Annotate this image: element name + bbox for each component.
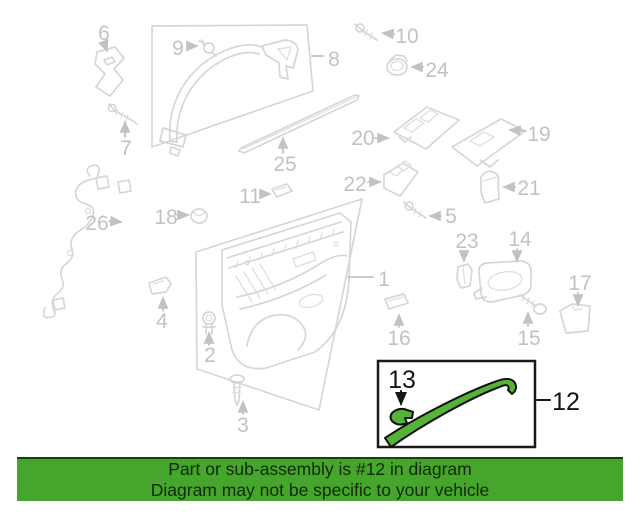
part-24-grommet-drawing <box>386 54 408 76</box>
callout-23: 23 <box>455 230 478 253</box>
callout-2: 2 <box>204 344 216 367</box>
callout-16: 16 <box>387 327 410 350</box>
callout-22: 22 <box>343 173 366 196</box>
callout-8: 8 <box>328 48 340 71</box>
part-18-grommet-drawing <box>190 207 208 224</box>
callout-18: 18 <box>154 206 177 229</box>
highlighted-part-panel: 13 12 <box>376 359 580 449</box>
part-16-clip-drawing <box>384 293 409 310</box>
callout-3: 3 <box>237 414 249 437</box>
callout-19: 19 <box>527 123 550 146</box>
callout-17: 17 <box>568 272 591 295</box>
callout-24: 24 <box>425 59 449 82</box>
part-8-window-frame-drawing <box>151 24 314 157</box>
part-2-clip-drawing <box>202 311 216 335</box>
part-23-clip-drawing <box>456 263 473 289</box>
part-12-trim-strip-highlighted <box>384 377 517 448</box>
callout-11: 11 <box>239 185 261 208</box>
callout-10: 10 <box>395 25 418 48</box>
part-17-cover-drawing <box>559 303 591 334</box>
part-26-wiring-harness-drawing <box>42 164 132 319</box>
part-3-screw-drawing <box>229 374 245 406</box>
part-21-switch-drawing <box>480 170 500 204</box>
callout-15: 15 <box>517 327 540 350</box>
part-1-door-panel-drawing <box>195 198 363 411</box>
callout-4: 4 <box>156 310 168 333</box>
callout-20: 20 <box>351 127 374 150</box>
callout-26: 26 <box>85 212 108 235</box>
callout-5: 5 <box>445 205 457 228</box>
part-7-screw-drawing <box>107 103 138 125</box>
part-13-clip-highlighted <box>389 407 414 426</box>
part-20-switch-bezel-drawing <box>393 106 460 150</box>
callout-9: 9 <box>172 37 184 60</box>
part-25-belt-molding-drawing <box>238 94 360 154</box>
notice-banner: Part or sub-assembly is #12 in diagram D… <box>17 457 623 501</box>
part-11-clip-drawing <box>271 183 293 198</box>
part-6-bracket-drawing <box>94 46 125 97</box>
callout-13: 13 <box>388 366 416 394</box>
callout-1: 1 <box>378 268 390 291</box>
callout-25: 25 <box>273 153 296 176</box>
part-10-screw-drawing <box>354 23 378 41</box>
part-14-door-handle-drawing <box>473 260 532 303</box>
callout-7: 7 <box>120 137 132 160</box>
part-19-panel-drawing <box>451 118 526 168</box>
part-5-screw-drawing <box>403 201 427 219</box>
callout-21: 21 <box>517 177 540 200</box>
part-4-clip-drawing <box>148 276 172 295</box>
banner-line2: Diagram may not be specific to your vehi… <box>150 480 490 500</box>
part-9-clip-drawing <box>198 39 217 57</box>
part-22-window-switch-drawing <box>383 160 419 197</box>
callout-6: 6 <box>98 22 110 45</box>
callout-14: 14 <box>508 228 532 251</box>
part-15-screw-drawing <box>519 294 547 315</box>
callout-12: 12 <box>552 388 580 416</box>
callout-leader-lines <box>98 28 584 415</box>
banner-line1: Part or sub-assembly is #12 in diagram <box>168 459 472 479</box>
callout-labels: 6 9 8 10 24 7 25 20 19 11 22 21 18 26 5 … <box>85 22 591 437</box>
